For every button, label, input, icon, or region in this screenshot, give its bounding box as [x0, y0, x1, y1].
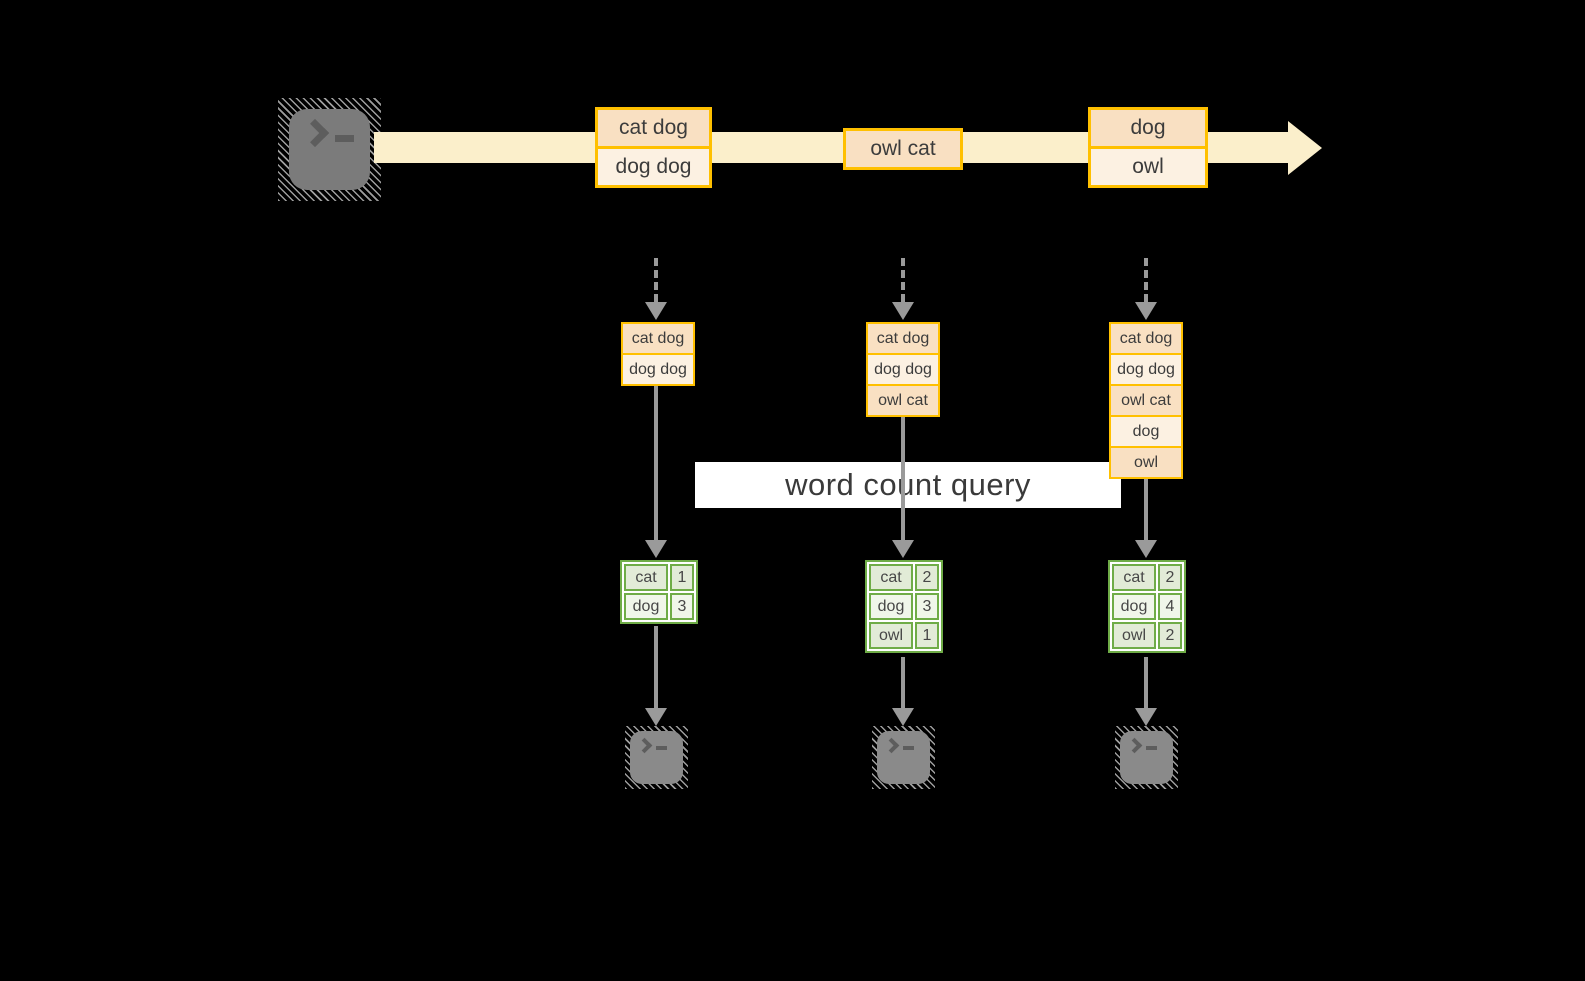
- chevron-right-icon: [300, 118, 330, 148]
- chevron-right-icon: [883, 737, 900, 754]
- chevron-right-icon: [636, 737, 653, 754]
- terminal-icon: [1115, 726, 1178, 789]
- count-cell: 3: [670, 593, 694, 620]
- flow-arrow-icon: [1134, 657, 1158, 726]
- count-cell: 1: [670, 564, 694, 591]
- count-cell: 3: [915, 593, 939, 620]
- chevron-right-icon: [1126, 737, 1143, 754]
- result-table-1: cat 1 dog 3: [620, 560, 698, 624]
- terminal-icon: [278, 98, 381, 201]
- record: owl: [1111, 446, 1181, 477]
- count-cell: 2: [1158, 564, 1182, 591]
- word-cell: owl: [869, 622, 913, 649]
- stream-batch-1: cat dog dog dog: [595, 107, 712, 188]
- record: cat dog: [868, 324, 938, 353]
- word-cell: dog: [624, 593, 668, 620]
- word-cell: cat: [1112, 564, 1156, 591]
- record: dog: [1111, 415, 1181, 446]
- flow-arrow-icon: [891, 417, 915, 558]
- count-cell: 2: [915, 564, 939, 591]
- dashed-arrow-icon: [1134, 258, 1158, 320]
- stream-batch-3: dog owl: [1088, 107, 1208, 188]
- record: dog dog: [623, 353, 693, 384]
- terminal-icon-body: [630, 731, 683, 784]
- dashed-arrow-icon: [644, 258, 668, 320]
- prompt-icon: [300, 118, 354, 148]
- prompt-icon: [636, 737, 667, 754]
- record: cat dog: [1111, 324, 1181, 353]
- count-cell: 1: [915, 622, 939, 649]
- terminal-icon-body: [1120, 731, 1173, 784]
- record: dog: [1091, 110, 1205, 146]
- record: owl cat: [868, 384, 938, 415]
- result-table-3: cat 2 dog 4 owl 2: [1108, 560, 1186, 653]
- query-label-band: word count query: [695, 462, 1121, 508]
- record: owl cat: [846, 131, 960, 167]
- flow-arrow-icon: [1134, 479, 1158, 558]
- input-buffer-3: cat dog dog dog owl cat dog owl: [1109, 322, 1183, 479]
- record: owl cat: [1111, 384, 1181, 415]
- terminal-icon: [625, 726, 688, 789]
- result-table-2: cat 2 dog 3 owl 1: [865, 560, 943, 653]
- record: dog dog: [598, 146, 709, 185]
- input-buffer-1: cat dog dog dog: [621, 322, 695, 386]
- record: dog dog: [1111, 353, 1181, 384]
- count-cell: 4: [1158, 593, 1182, 620]
- stream-batch-2: owl cat: [843, 128, 963, 170]
- prompt-icon: [1126, 737, 1157, 754]
- input-buffer-2: cat dog dog dog owl cat: [866, 322, 940, 417]
- cursor-underscore-icon: [656, 746, 667, 750]
- flow-arrow-icon: [891, 657, 915, 726]
- terminal-icon-body: [877, 731, 930, 784]
- record: cat dog: [623, 324, 693, 353]
- record: cat dog: [598, 110, 709, 146]
- cursor-underscore-icon: [335, 135, 354, 142]
- record: dog dog: [868, 353, 938, 384]
- word-cell: dog: [1112, 593, 1156, 620]
- stream-timeline-arrowhead-icon: [1288, 121, 1322, 175]
- word-cell: dog: [869, 593, 913, 620]
- prompt-icon: [883, 737, 914, 754]
- word-cell: cat: [869, 564, 913, 591]
- terminal-icon-body: [289, 109, 370, 190]
- word-cell: owl: [1112, 622, 1156, 649]
- count-cell: 2: [1158, 622, 1182, 649]
- flow-arrow-icon: [644, 386, 668, 558]
- word-cell: cat: [624, 564, 668, 591]
- record: owl: [1091, 146, 1205, 185]
- query-label: word count query: [785, 467, 1031, 502]
- terminal-icon: [872, 726, 935, 789]
- flow-arrow-icon: [644, 626, 668, 726]
- dashed-arrow-icon: [891, 258, 915, 320]
- cursor-underscore-icon: [903, 746, 914, 750]
- cursor-underscore-icon: [1146, 746, 1157, 750]
